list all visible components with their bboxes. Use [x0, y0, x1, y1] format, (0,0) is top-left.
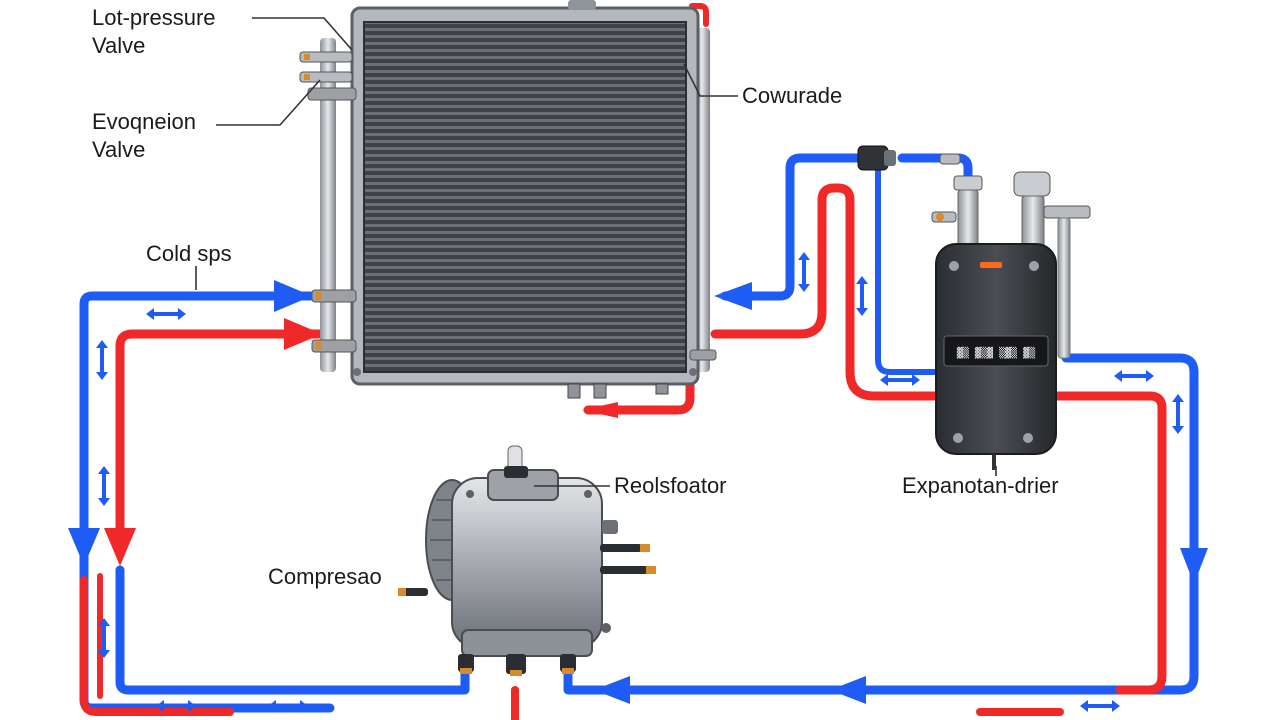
double-arrow-icon	[156, 700, 196, 712]
valve-icon	[299, 51, 353, 63]
arrow-icon	[284, 318, 322, 350]
drier-panel-text: ▓▒ ▓▒▓ ▒▓▒ ▓▒	[957, 346, 1036, 359]
bolt-icon	[1029, 261, 1039, 271]
bolt-icon	[953, 433, 963, 443]
leader-low-pressure	[252, 17, 353, 51]
cold-pipe-top-right	[720, 153, 867, 301]
cold-pipe-bottom	[115, 565, 470, 695]
hot-pipe-under-condenser	[583, 373, 695, 415]
label-low-pressure-line1: Lot-pressure	[92, 5, 216, 30]
hot-pipe-top-right	[710, 183, 940, 401]
double-arrow-icon	[856, 276, 868, 316]
double-arrow-icon	[146, 308, 186, 320]
bolt-icon	[584, 490, 592, 498]
bolt-icon	[949, 261, 959, 271]
valve-icon	[398, 588, 428, 596]
hot-pipe-top-stub	[689, 3, 709, 27]
label-condenser: Cowurade	[742, 83, 843, 108]
label-expansion-valve: Evoqneion Valve	[92, 108, 196, 164]
valve-icon	[311, 339, 357, 353]
leader-condenser	[683, 63, 738, 97]
double-arrow-icon	[880, 374, 920, 386]
arrow-icon	[594, 676, 630, 704]
label-low-pressure-valve: Lot-pressure Valve	[92, 4, 216, 60]
label-low-pressure-line2: Valve	[92, 33, 146, 58]
bolt-icon	[353, 368, 697, 399]
receiver-drier: ▓▒ ▓▒▓ ▒▓▒ ▓▒	[931, 171, 1091, 470]
double-arrows	[96, 252, 1184, 712]
valve-icon	[311, 289, 357, 303]
double-arrow-icon	[1080, 700, 1120, 712]
hot-line-pipes	[80, 3, 1167, 720]
arrow-icon	[274, 280, 312, 312]
double-arrow-icon	[98, 466, 110, 506]
drier-panel	[943, 335, 1049, 367]
hot-pipe-left	[115, 329, 335, 545]
condenser-header-left	[320, 38, 336, 372]
double-arrow-icon	[268, 700, 308, 712]
valve-icon	[689, 349, 717, 361]
double-arrow-icon	[1172, 394, 1184, 434]
label-receiver-drier: Expanotan-drier	[902, 473, 1059, 498]
bolt-icon	[458, 654, 576, 676]
label-regulator: Reolsfoator	[614, 473, 727, 498]
valve-icon	[307, 87, 357, 101]
cold-pipe-drop	[875, 167, 938, 375]
leader-lines	[195, 17, 997, 487]
double-arrow-icon	[798, 252, 810, 292]
hot-pipe-bottom-right	[1045, 391, 1167, 695]
flow-arrows	[68, 280, 1208, 704]
valve-icon	[931, 175, 983, 249]
compressor	[398, 445, 656, 676]
bolt-icon	[1023, 433, 1033, 443]
arrow-icon	[1180, 548, 1208, 584]
double-arrow-icon	[98, 618, 110, 658]
arrow-icon	[104, 528, 136, 566]
double-arrow-icon	[96, 340, 108, 380]
hot-pipe-left-lower	[80, 576, 234, 716]
double-arrow-icon	[1114, 370, 1154, 382]
bolt-icon	[466, 490, 474, 498]
leader-expansion	[216, 79, 321, 126]
drier-stand	[992, 454, 996, 470]
valve-icon	[600, 520, 656, 574]
drier-accent	[980, 262, 1002, 268]
arrow-icon	[582, 402, 618, 418]
condenser	[299, 0, 717, 399]
cold-pipe-bottom-return	[563, 353, 1199, 695]
arrow-icon	[68, 528, 100, 566]
compressor-base	[461, 629, 593, 657]
arrow-icon	[714, 282, 752, 310]
compressor-body	[451, 477, 603, 649]
valve-icon	[299, 71, 353, 83]
label-expansion-line2: Valve	[92, 137, 146, 162]
bolt-icon	[601, 623, 611, 633]
condenser-top-cap	[568, 0, 596, 10]
valve-icon	[504, 445, 528, 478]
pressure-switch	[857, 145, 961, 171]
label-cold-gas: Cold sps	[146, 241, 232, 266]
arrow-icon	[830, 676, 866, 704]
condenser-fins	[363, 21, 687, 373]
label-compressor: Compresao	[268, 564, 382, 589]
label-expansion-line1: Evoqneion	[92, 109, 196, 134]
